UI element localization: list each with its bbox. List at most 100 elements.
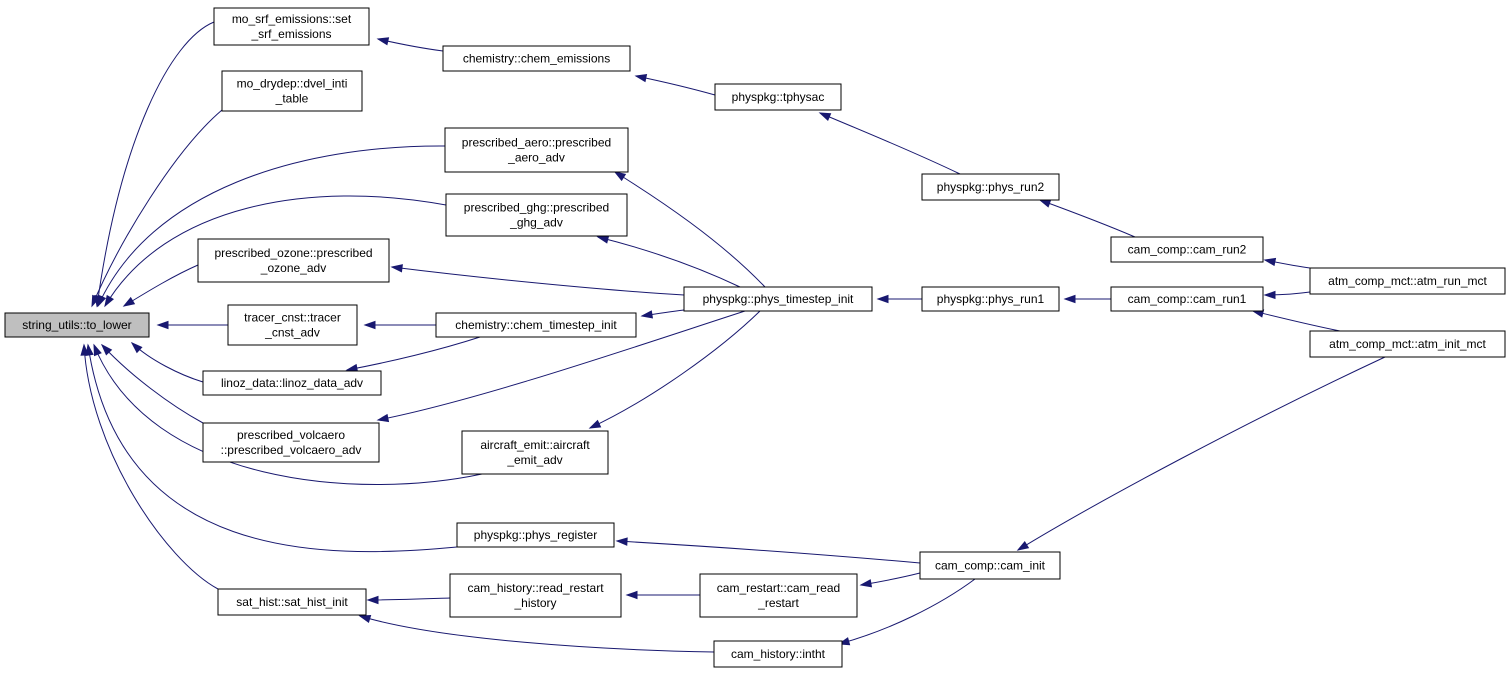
node-box	[1110, 236, 1264, 263]
edge-line	[97, 145, 446, 307]
arrow-head	[859, 579, 873, 588]
node-cam-run1[interactable]: cam_comp::cam_run1	[1110, 286, 1264, 312]
edge-cam_run2-to-phys_run2	[1038, 199, 1136, 238]
edge-volcaero-to-to_lower	[100, 343, 204, 424]
node-label: _ozone_adv	[260, 261, 326, 275]
node-label: _cnst_adv	[264, 326, 320, 340]
edge-line	[93, 344, 483, 485]
node-tracer[interactable]: tracer_cnst::tracer_cnst_adv	[227, 304, 358, 346]
edges-layer	[80, 21, 1386, 653]
edge-phys_ts-to-pres_ozone	[390, 264, 685, 296]
node-atm-run[interactable]: atm_comp_mct::atm_run_mct	[1309, 267, 1506, 295]
edge-line	[96, 21, 215, 307]
node-cam-read-restart[interactable]: cam_restart::cam_read_restart	[699, 573, 858, 618]
arrow-head	[818, 112, 832, 121]
node-label: cam_comp::cam_run1	[1128, 292, 1247, 306]
arrow-head	[156, 320, 169, 330]
arrow-head	[93, 343, 102, 357]
node-box	[714, 83, 842, 111]
node-chem-ts[interactable]: chemistry::chem_timestep_init	[435, 312, 637, 338]
edge-phys_run2-to-tphysac	[818, 112, 961, 175]
edge-set_srf-to-to_lower	[94, 21, 215, 308]
node-atm-init[interactable]: atm_comp_mct::atm_init_mct	[1309, 330, 1506, 358]
node-box	[227, 304, 358, 346]
edge-cam_init-to-phys_register	[615, 537, 921, 564]
node-label: _aero_adv	[507, 151, 565, 165]
node-phys-run2[interactable]: physpkg::phys_run2	[921, 173, 1060, 201]
node-pres-aero[interactable]: prescribed_aero::prescribed_aero_adv	[444, 127, 629, 173]
node-read-restart[interactable]: cam_history::read_restart_history	[449, 573, 622, 618]
node-aircraft[interactable]: aircraft_emit::aircraft_emit_adv	[461, 430, 609, 475]
node-label: string_utils::to_lower	[22, 318, 131, 332]
node-linoz[interactable]: linoz_data::linoz_data_adv	[202, 370, 382, 396]
edge-line	[123, 264, 199, 307]
edge-chem_emis-to-set_srf	[376, 37, 444, 52]
edge-cam_run1-to-phys_run1	[1063, 294, 1111, 304]
node-cam-run2[interactable]: cam_comp::cam_run2	[1110, 236, 1264, 263]
node-phys-ts[interactable]: physpkg::phys_timestep_init	[683, 286, 873, 312]
node-phys-run1[interactable]: physpkg::phys_run1	[921, 286, 1060, 312]
node-label: physpkg::phys_register	[474, 528, 597, 542]
arrow-head	[1263, 257, 1277, 267]
edge-phys_ts-to-pres_ghg	[596, 235, 741, 288]
node-box	[1110, 286, 1264, 312]
node-box	[4, 312, 150, 338]
edge-linoz-to-to_lower	[130, 341, 204, 383]
arrow-head	[104, 294, 114, 308]
edge-pres_ozone-to-to_lower	[122, 264, 199, 307]
node-box	[197, 238, 390, 283]
edge-line	[104, 195, 447, 307]
arrow-head	[615, 537, 628, 546]
arrow-head	[613, 171, 627, 182]
edge-cam_init-to-cam_read_restart	[859, 572, 921, 588]
arrow-head	[376, 413, 390, 423]
edge-line	[1017, 356, 1386, 551]
node-label: _emit_adv	[506, 453, 562, 467]
node-set-srf[interactable]: mo_srf_emissions::set_srf_emissions	[213, 7, 370, 46]
node-label: prescribed_ozone::prescribed	[214, 246, 372, 260]
node-label: mo_srf_emissions::set	[232, 12, 352, 26]
arrow-head	[100, 343, 113, 356]
node-tphysac[interactable]: physpkg::tphysac	[714, 83, 842, 111]
node-label: prescribed_aero::prescribed	[462, 136, 611, 150]
node-intht[interactable]: cam_history::intht	[713, 640, 843, 668]
edge-line	[377, 310, 746, 421]
node-phys-register[interactable]: physpkg::phys_register	[456, 522, 615, 548]
edge-aircraft-to-to_lower	[93, 343, 483, 485]
edge-line	[597, 236, 741, 288]
node-volcaero[interactable]: prescribed_volcaero::prescribed_volcaero…	[202, 422, 380, 463]
arrow-head	[97, 294, 107, 308]
arrow-head	[1263, 290, 1276, 300]
node-label: physpkg::phys_run1	[937, 292, 1045, 306]
node-sat-hist[interactable]: sat_hist::sat_hist_init	[217, 588, 367, 616]
node-box	[699, 573, 858, 618]
nodes-layer: string_utils::to_lower mo_srf_emissions::…	[4, 7, 1506, 668]
node-to-lower[interactable]: string_utils::to_lower	[4, 312, 150, 338]
arrow-head	[91, 294, 100, 308]
edge-line	[1039, 199, 1136, 238]
edge-sat_hist-to-to_lower	[80, 343, 219, 590]
edge-line	[589, 310, 761, 429]
arrow-head	[634, 74, 648, 83]
edge-atm_init-to-cam_init	[1016, 356, 1386, 551]
edge-line	[838, 578, 976, 645]
node-label: atm_comp_mct::atm_init_mct	[1329, 337, 1486, 351]
node-label: aircraft_emit::aircraft	[480, 438, 590, 452]
node-box	[713, 640, 843, 668]
edge-phys_ts-to-pres_aero	[613, 171, 766, 288]
node-pres-ghg[interactable]: prescribed_ghg::prescribed_ghg_adv	[445, 193, 628, 237]
node-chem-emis[interactable]: chemistry::chem_emissions	[442, 45, 631, 72]
node-dvel[interactable]: mo_drydep::dvel_inti_table	[221, 70, 363, 112]
node-cam-init[interactable]: cam_comp::cam_init	[919, 551, 1061, 580]
node-box	[456, 522, 615, 548]
arrow-head	[640, 310, 654, 319]
arrow-head	[366, 595, 379, 605]
node-box	[921, 173, 1060, 201]
node-pres-ozone[interactable]: prescribed_ozone::prescribed_ozone_adv	[197, 238, 390, 283]
node-label: chemistry::chem_emissions	[463, 52, 610, 66]
node-label: _table	[275, 92, 309, 106]
edge-line	[83, 344, 219, 590]
node-label: atm_comp_mct::atm_run_mct	[1328, 274, 1487, 288]
edge-line	[87, 344, 458, 553]
node-label: cam_history::read_restart	[467, 581, 604, 595]
